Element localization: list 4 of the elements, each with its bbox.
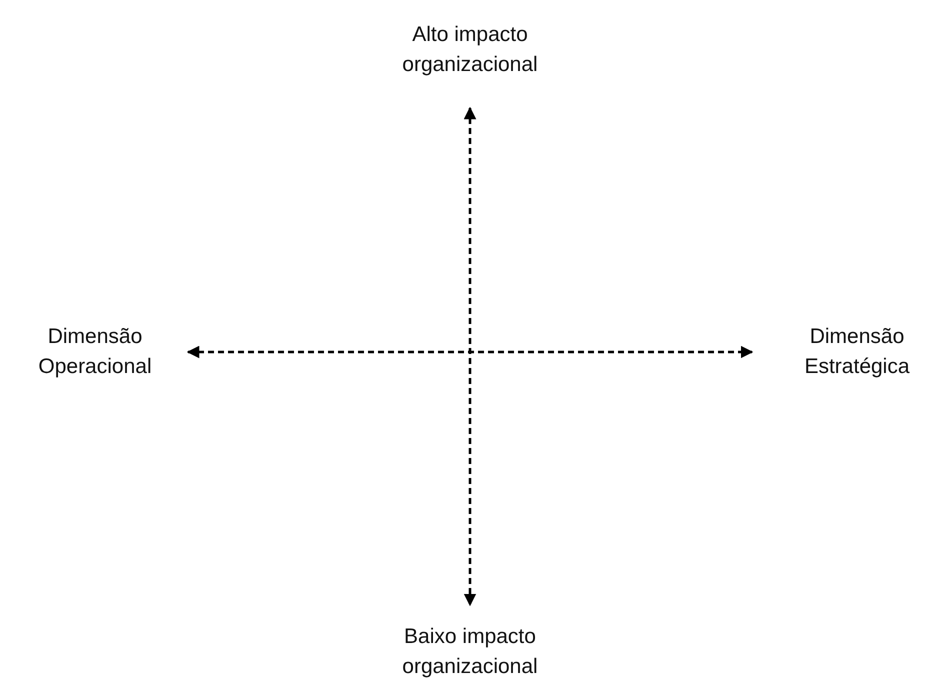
axis-label: Baixo impacto organizacional xyxy=(401,624,539,680)
axis-label: Dimensão Operacional xyxy=(37,324,153,380)
axis-label: Dimensão Estratégica xyxy=(803,324,911,380)
axis-label: Alto impacto organizacional xyxy=(401,22,539,78)
